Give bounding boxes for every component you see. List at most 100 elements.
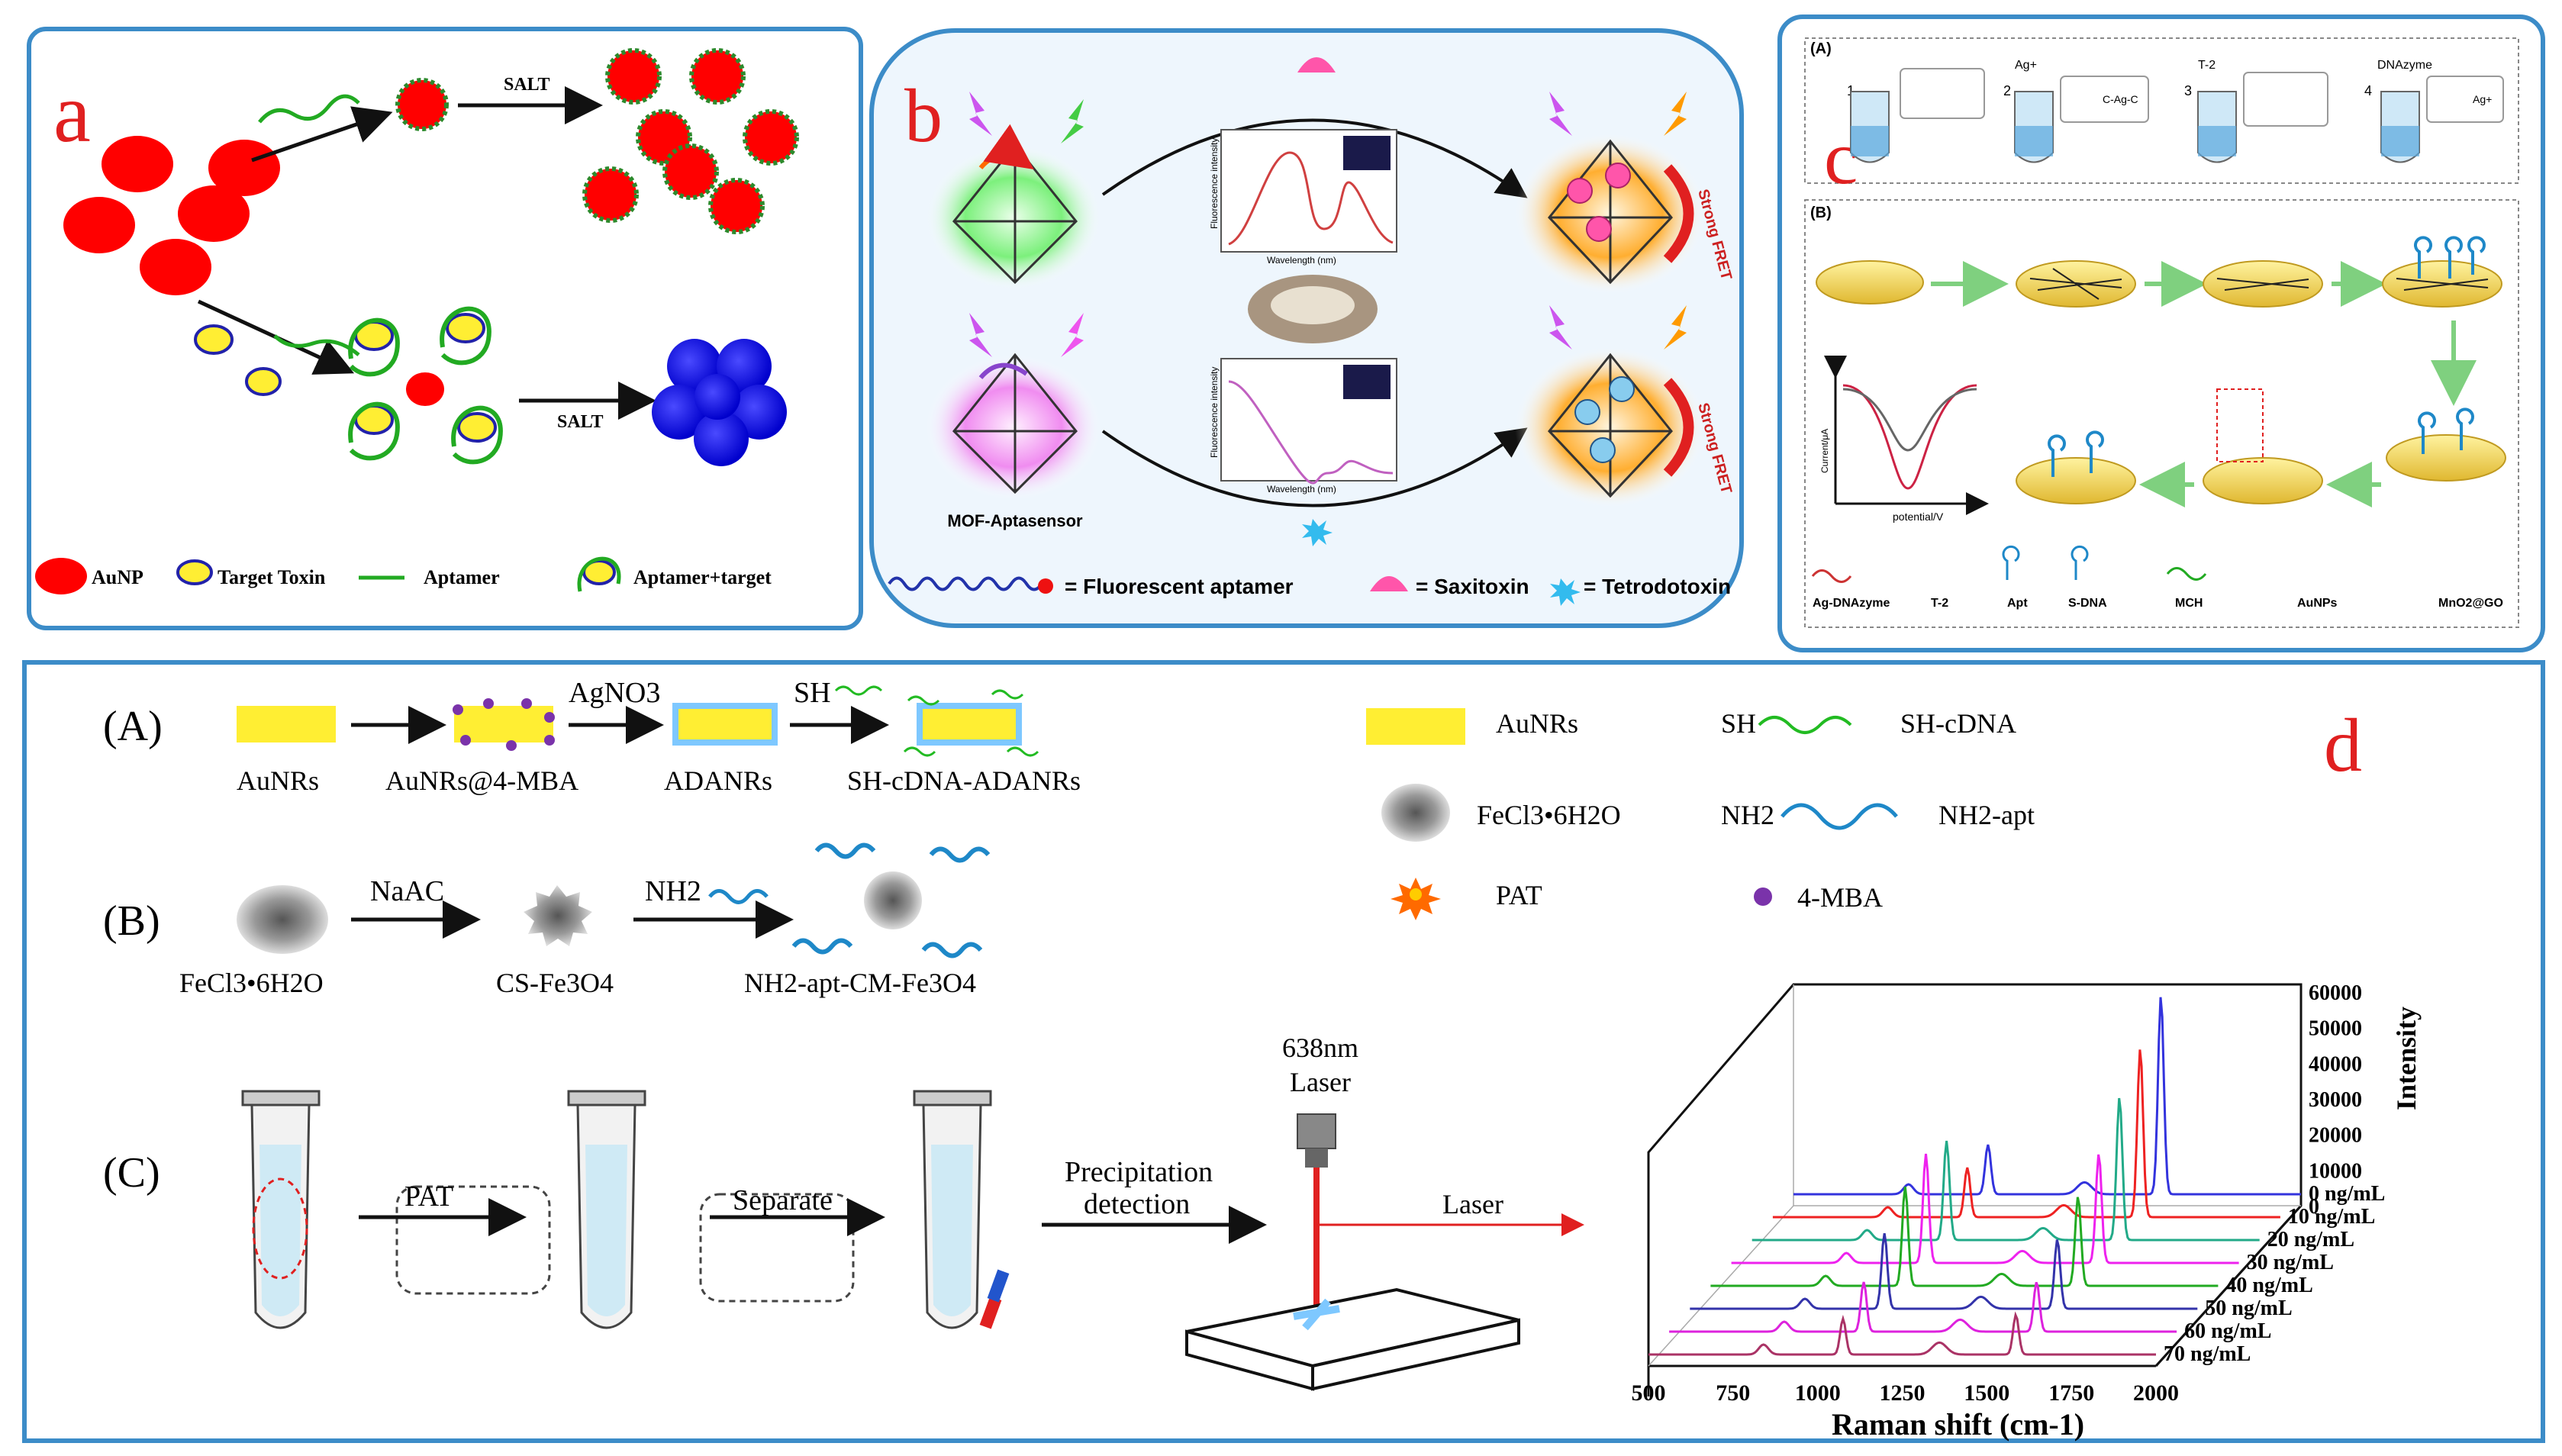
svg-text:Ag+: Ag+ [2473,93,2492,105]
panel-b: b MOF-Aptasensor Fluorescence intens [869,28,1744,628]
raman-xlabel: Raman shift (cm-1) [1832,1407,2084,1442]
laser-wavelength: 638nm [1282,1032,1358,1063]
panel-d-legend: AuNRs SH SH-cDNA FeCl3•6H2O NH2 NH2-apt … [1366,708,2035,920]
legend-fluorescent-aptamer: = Fluorescent aptamer [1065,575,1294,598]
legend-apt: Apt [2007,597,2028,610]
ylabel-bottom: Fluorescence intensity [1209,367,1220,458]
detection-label: detection [1084,1188,1190,1220]
legend-mno2go: MnO2@GO [2438,597,2503,610]
fret-arrow-green [978,124,1034,170]
svg-text:4: 4 [2364,83,2372,98]
nh2-label-b: NH2 [645,875,701,907]
legend-target: Target Toxin [218,566,326,588]
mof-frameworks [952,143,1078,494]
spiky-aunp [395,78,449,131]
nh2-apt-cm-fe3o4-label: NH2-apt-CM-Fe3O4 [744,968,976,998]
panel-a-letter: a [53,66,91,159]
fecl3-label: FeCl3•6H2O [179,968,324,998]
spectrum-bottom: Fluorescence intensity Wavelength (nm) [1209,358,1397,494]
bound-saxitoxin [1567,163,1631,242]
fecl3-icon [237,885,328,954]
target-frameworks [1548,139,1673,498]
laser-arrow-label: Laser [1442,1189,1503,1219]
nh2-apt-fe3o4-icon [864,871,922,929]
spectrum-top: Fluorescence intensity Wavelength (nm) [1209,129,1397,266]
free-aunp [406,372,444,406]
legend-sdna: S-DNA [2068,597,2107,610]
tube-c2 [567,1090,855,1329]
legend-complex: Aptamer+target [633,566,772,588]
mof-green-glow [926,145,1101,290]
aggregate-spiky [582,48,799,234]
strong-fret-arrow-top [1663,164,1694,263]
aunrs-icon [237,706,336,742]
adanrs-label: ADANRs [664,765,772,796]
laser-label: Laser [1290,1067,1351,1097]
voltammogram-ylabel: Current/μA [1819,429,1830,473]
cs-fe3o4-icon [524,885,592,946]
raman-series-label: 10 ng/mL [2288,1205,2375,1229]
legend-nh2: NH2 [1721,800,1774,830]
raman-series-label: 0 ng/mL [2309,1182,2385,1206]
agno3-label: AgNO3 [569,677,660,709]
aptamer-strand-2 [273,334,360,356]
section-a-label: (A) [1810,40,1832,57]
salt-label-top: SALT [504,75,550,95]
legend-saxitoxin: = Saxitoxin [1416,575,1529,598]
row-c-label: (C) [103,1149,160,1197]
salt-label-bottom: SALT [557,412,604,432]
lightning-icons [969,92,1687,357]
svg-text:3: 3 [2184,83,2192,98]
target-toxin-icons [194,324,282,396]
legend-shcdna: SH-cDNA [1900,708,2016,739]
panel-b-legend: = Fluorescent aptamer = Saxitoxin = Tetr… [888,575,1731,606]
tube-c3 [913,1090,1010,1329]
aunrs-label: AuNRs [237,765,319,796]
xlabel-top: Wavelength (nm) [1267,255,1336,266]
raman-series-label: 50 ng/mL [2205,1297,2292,1320]
raman-series-label: 40 ng/mL [2225,1274,2312,1297]
raman-x-tick: 1250 [1880,1380,1926,1406]
row-a-label: (A) [103,703,163,750]
legend-tetrodotoxin: = Tetrodotoxin [1584,575,1731,598]
panel-b-letter: b [904,73,943,158]
bound-tetrodotoxin [1574,376,1635,463]
panel-d: d (A) AgNO3 SH AuNRs AuNRs@4-MBA ADANRs … [22,660,2545,1443]
legend-aunps: AuNPs [2297,597,2338,610]
raman-y-tick: 60000 [2309,981,2362,1005]
panel-a-legend: AuNP Target Toxin Aptamer Aptamer+target [35,556,772,594]
arc-bottom [1101,427,1528,507]
svg-text:T-2: T-2 [2198,59,2216,72]
svg-text:Ag+: Ag+ [2015,59,2037,72]
saxitoxin-shell-icon [1297,57,1336,72]
raman-series-line [1710,1186,2219,1287]
raman-x-tick: 750 [1716,1380,1750,1406]
legend-nh2apt: NH2-apt [1938,800,2035,830]
arc-top [1101,118,1528,198]
raman-series [1648,997,2301,1356]
raman-series-line [1752,1097,2260,1242]
panel-a: a SALT [27,27,863,630]
row-b-label: (B) [103,897,160,945]
raman-x-tick: 1500 [1964,1380,2009,1406]
naac-label: NaAC [370,875,444,907]
raman-y-tick: 30000 [2309,1088,2362,1112]
ylabel-top: Fluorescence intensity [1209,138,1220,229]
precipitation-label: Precipitation [1065,1156,1213,1188]
strong-fret-arrow-bottom [1663,378,1694,477]
raman-series-line [1731,1153,2239,1264]
legend-t2: T-2 [1931,597,1948,610]
raman-series-line [1793,997,2301,1196]
raman-series-line [1648,1311,2156,1356]
oyster-meat [1271,286,1355,324]
raman-y-tick: 40000 [2309,1052,2362,1076]
raman-ylabel: Intensity [2391,1007,2422,1110]
voltammogram: Current/μA potential/V [1819,356,1989,523]
raman-y-tick: 0 [2309,1195,2319,1219]
raman-y-tick: 10000 [2309,1159,2362,1183]
